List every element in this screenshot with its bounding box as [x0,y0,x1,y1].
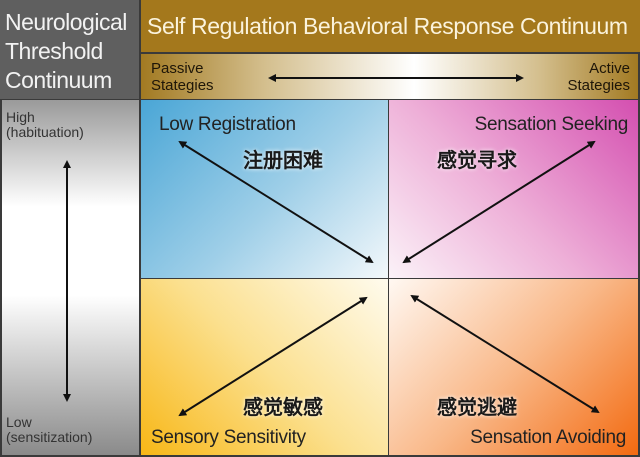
passive-label: Passive Stategies [151,60,214,94]
active-line: Stategies [567,77,630,94]
active-line: Active [589,60,630,77]
header-line: Neurological [5,9,127,35]
diagram-title: Self Regulation Behavioral Response Cont… [141,0,640,52]
low-line: Low [6,414,32,430]
active-label: Active Stategies [567,60,630,94]
low-registration-arrow [178,140,374,264]
high-label: High (habituation) [6,110,84,140]
low-label: Low (sensitization) [6,415,92,445]
sensory-sensitivity-arrow [178,296,368,417]
high-line: (habituation) [6,124,84,140]
passive-line: Passive [151,60,204,77]
header-line: Threshold [5,38,103,64]
low-line: (sensitization) [6,429,93,445]
quadrant-label: Sensation Avoiding [470,427,626,448]
neurological-threshold-header: Neurological Threshold Continuum [0,0,139,99]
quadrant-label: Low Registration [159,114,296,135]
quadrant-label: Sensory Sensitivity [151,427,306,448]
high-line: High [6,109,35,125]
sensation-seeking-arrow [402,140,596,264]
sensation-avoiding-arrow [410,294,600,414]
quadrant-label: Sensation Seeking [474,114,629,135]
header-line: Continuum [5,67,112,93]
passive-line: Stategies [151,77,214,94]
